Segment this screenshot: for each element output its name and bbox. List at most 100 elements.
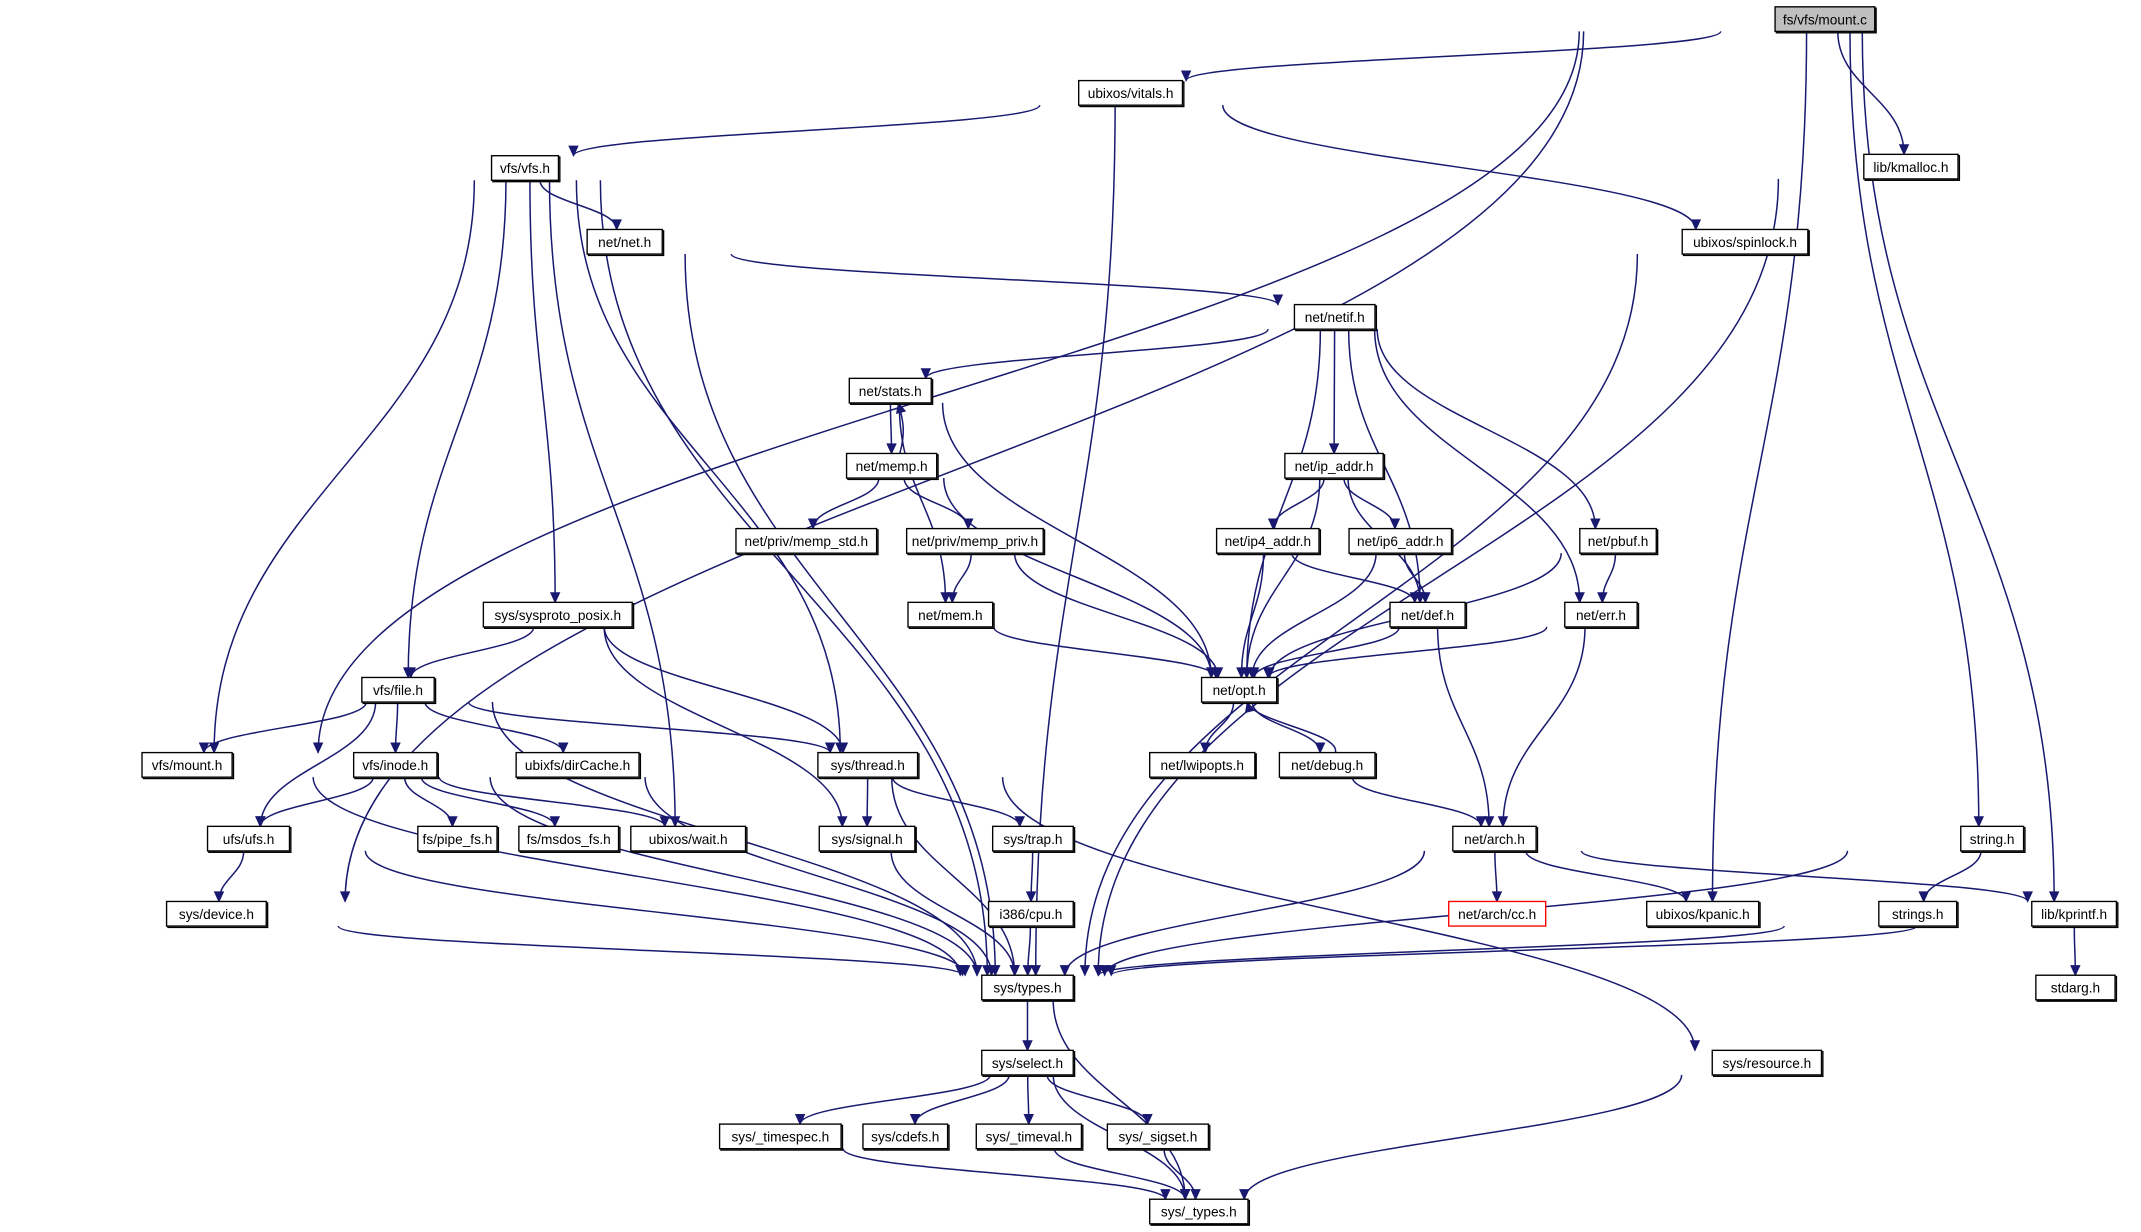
node-label: vfs/mount.h	[152, 758, 223, 773]
node-pbuf[interactable]: net/pbuf.h	[1579, 527, 1659, 556]
node-box	[206, 825, 291, 852]
node-signal[interactable]: sys/signal.h	[818, 825, 917, 853]
node-opt[interactable]: net/opt.h	[1200, 676, 1279, 705]
node-label: sys/_sigset.h	[1118, 1130, 1197, 1145]
arrowhead-string-to-strings	[1918, 891, 1929, 903]
node-thread[interactable]: sys/thread.h	[817, 751, 920, 780]
arrowhead-sysproto-to-file	[405, 667, 417, 679]
node-dircache[interactable]: ubixfs/dirCache.h	[515, 751, 642, 780]
node-box	[991, 825, 1074, 852]
arrowhead-netif-to-stats	[920, 368, 932, 380]
node-kpanic[interactable]: ubixos/kpanic.h	[1646, 900, 1761, 929]
node-label: vfs/inode.h	[362, 758, 428, 773]
edge-err-to-arch	[1502, 626, 1586, 827]
node-label: net/arch.h	[1464, 832, 1525, 847]
edge-arch-to-types	[1064, 850, 1426, 976]
node-device[interactable]: sys/device.h	[165, 900, 269, 929]
node-ufs[interactable]: ufs/ufs.h	[206, 825, 292, 853]
edge-ip_addr-to-opt	[1245, 478, 1321, 678]
node-cdefs[interactable]: sys/cdefs.h	[862, 1123, 950, 1151]
node-box	[1149, 751, 1256, 778]
node-types[interactable]: sys/types.h	[981, 974, 1076, 1002]
node-stats[interactable]: net/stats.h	[848, 377, 934, 405]
node-sysproto[interactable]: sys/sysproto_posix.h	[482, 601, 635, 629]
node-ip4-addr[interactable]: net/ip4_addr.h	[1215, 527, 1322, 556]
node-label: string.h	[1970, 832, 2015, 847]
edge-file-to-ufs	[259, 702, 377, 827]
node-kmalloc[interactable]: lib/kmalloc.h	[1863, 153, 1961, 181]
arrowhead-mount_c-to-mount_h	[312, 742, 324, 754]
node-cc[interactable]: net/arch/cc.h	[1448, 900, 1547, 927]
node-label: vfs/file.h	[373, 683, 423, 698]
edge-mount_c-to-kpanic	[1711, 31, 1808, 902]
node-ip-addr[interactable]: net/ip_addr.h	[1284, 452, 1386, 481]
edge-select-to-sigset	[1046, 1074, 1149, 1125]
node-mount-h[interactable]: vfs/mount.h	[141, 751, 235, 780]
edge-mount_c-to-vitals	[1185, 30, 1722, 82]
node-mount-c[interactable]: fs/vfs/mount.c	[1774, 6, 1877, 34]
node-debug[interactable]: net/debug.h	[1278, 751, 1378, 780]
node-inode[interactable]: vfs/inode.h	[352, 751, 439, 780]
edge-sysproto-to-file	[410, 626, 535, 678]
node--types[interactable]: sys/_types.h	[1149, 1198, 1251, 1226]
edge-netif-to-opt	[1246, 329, 1322, 678]
edge-vfs-to-file	[407, 180, 507, 678]
node-select[interactable]: sys/select.h	[981, 1049, 1076, 1077]
arrowhead-timeval-to-_types	[1180, 1189, 1191, 1201]
edge-memp_priv-to-opt	[1013, 553, 1219, 678]
node-label: ufs/ufs.h	[223, 832, 275, 847]
edge-ufs-to-types	[364, 850, 966, 976]
node-spinlock[interactable]: ubixos/spinlock.h	[1681, 228, 1810, 257]
node-msdos-fs[interactable]: fs/msdos_fs.h	[518, 825, 621, 853]
node-wait[interactable]: ubixos/wait.h	[630, 825, 748, 853]
node-def[interactable]: net/def.h	[1389, 601, 1468, 629]
edge-file-to-mount_h	[203, 701, 368, 753]
node-resource[interactable]: sys/resource.h	[1711, 1049, 1824, 1077]
node-label: ubixfs/dirCache.h	[525, 758, 630, 773]
node-box	[848, 377, 932, 404]
node-box	[862, 1123, 949, 1150]
node-string[interactable]: string.h	[1960, 825, 2026, 853]
node-arch[interactable]: net/arch.h	[1452, 825, 1539, 853]
node-net[interactable]: net/net.h	[586, 228, 665, 257]
node-sigset[interactable]: sys/_sigset.h	[1106, 1123, 1211, 1151]
node-stdarg[interactable]: stdarg.h	[2035, 974, 2118, 1002]
edge-strings-to-types	[1097, 925, 1785, 976]
arrowhead-opt-to-lwipopts	[1199, 742, 1211, 754]
node-kprintf[interactable]: lib/kprintf.h	[2031, 900, 2119, 929]
node-trap[interactable]: sys/trap.h	[991, 825, 1076, 853]
node-label: ubixos/vitals.h	[1088, 86, 1174, 101]
node-box	[141, 751, 233, 778]
node-memp-std[interactable]: net/priv/memp_std.h	[735, 527, 879, 556]
node-box	[586, 228, 663, 255]
node-mem[interactable]: net/mem.h	[907, 601, 995, 629]
node-file[interactable]: vfs/file.h	[361, 676, 437, 705]
arrowhead-mount_c-to-kprintf	[2048, 891, 2060, 903]
node-err[interactable]: net/err.h	[1564, 601, 1640, 629]
node-label: net/memp.h	[856, 459, 928, 474]
node-memp-priv[interactable]: net/priv/memp_priv.h	[905, 527, 1046, 556]
node-label: net/def.h	[1401, 608, 1454, 623]
node-ip6-addr[interactable]: net/ip6_addr.h	[1348, 527, 1454, 556]
node-box	[165, 900, 267, 927]
arrowhead-dircache-to-types	[986, 965, 997, 977]
node-cpu[interactable]: i386/cpu.h	[987, 900, 1076, 929]
arrowhead-trap-to-cpu	[1025, 891, 1037, 903]
node-pipe-fs[interactable]: fs/pipe_fs.h	[417, 825, 500, 853]
node-vfs[interactable]: vfs/vfs.h	[490, 155, 561, 183]
node-netif[interactable]: net/netif.h	[1293, 303, 1378, 332]
node-label: sys/sysproto_posix.h	[494, 608, 621, 623]
node-strings[interactable]: strings.h	[1878, 900, 1959, 929]
edge-device-to-types	[337, 925, 964, 976]
edge-vitals-to-spinlock	[1221, 105, 1697, 230]
node-vitals[interactable]: ubixos/vitals.h	[1078, 79, 1185, 108]
node-timespec[interactable]: sys/_timespec.h	[718, 1123, 844, 1151]
node-memp[interactable]: net/memp.h	[845, 452, 939, 481]
node-box	[907, 601, 994, 628]
arrowhead-types-to-select	[1022, 1040, 1033, 1052]
arrowhead-kprintf-to-types	[1105, 965, 1117, 977]
node-lwipopts[interactable]: net/lwipopts.h	[1149, 751, 1257, 780]
arrowhead-mount_c-to-string	[1973, 816, 1985, 828]
edge-vfs-to-mount_h	[213, 180, 476, 753]
node-timeval[interactable]: sys/_timeval.h	[975, 1123, 1084, 1151]
